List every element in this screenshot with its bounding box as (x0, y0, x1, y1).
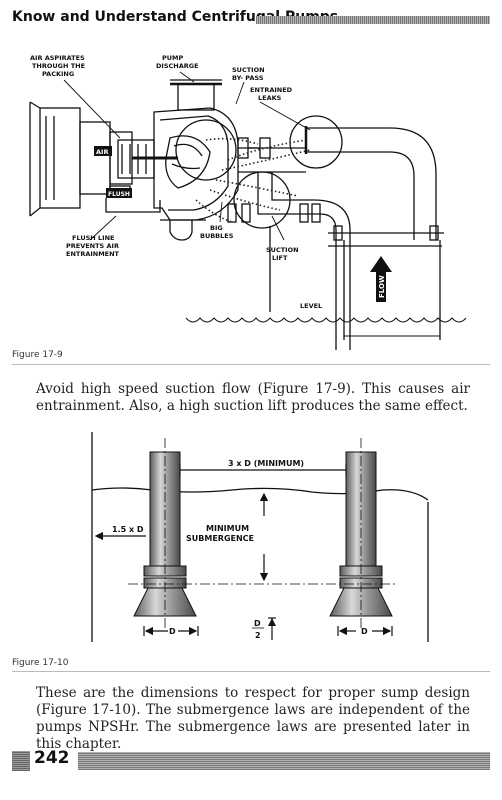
body-paragraph-1: Avoid high speed suction flow (Figure 17… (36, 381, 470, 414)
footer-bar (78, 752, 490, 770)
page-number: 242 (34, 748, 70, 768)
svg-text:PREVENTS AIR: PREVENTS AIR (66, 242, 119, 250)
caption-rule (12, 671, 490, 672)
label-side-clearance: 1.5 x D (112, 525, 144, 534)
svg-text:LIFT: LIFT (272, 254, 288, 262)
page-footer: 242 (12, 748, 490, 774)
caption-rule (12, 364, 490, 365)
svg-text:PACKING: PACKING (42, 70, 74, 78)
label-pump-discharge: PUMP (162, 54, 184, 62)
figure-17-9-caption: Figure 17-9 (12, 350, 63, 360)
header-bar (256, 16, 490, 24)
label-half-d-den: 2 (255, 631, 261, 640)
running-header: Know and Understand Centrifugal Pumps (12, 8, 490, 30)
body-paragraph-2: These are the dimensions to respect for … (36, 685, 470, 752)
label-minimum-submergence: MINIMUM (206, 524, 249, 533)
label-air-aspirates: AIR ASPIRATES (30, 54, 85, 62)
flush-tag: FLUSH (108, 191, 130, 198)
label-level: LEVEL (300, 302, 322, 310)
figure-17-9-diagram: FLOW AIR FLUSH AIR ASPIRATES THROUGH THE… (29, 54, 467, 350)
label-suction-lift: SUCTION (266, 246, 299, 254)
svg-text:FLOW: FLOW (378, 275, 386, 298)
svg-text:BUBBLES: BUBBLES (200, 232, 234, 240)
svg-text:DISCHARGE: DISCHARGE (156, 62, 199, 70)
flow-arrow: FLOW (370, 256, 392, 302)
label-d-right: D (361, 627, 368, 636)
figure-17-10-caption: Figure 17-10 (12, 658, 69, 668)
label-suction-bypass: SUCTION (232, 66, 265, 74)
figure-17-10-diagram: 3 x D (MINIMUM) 1.5 x D MINIMUM SUBMERGE… (91, 432, 429, 642)
label-half-d-num: D (254, 619, 261, 628)
svg-text:BY- PASS: BY- PASS (232, 74, 264, 82)
svg-text:SUBMERGENCE: SUBMERGENCE (186, 534, 254, 543)
label-entrained-leaks: ENTRAINED (250, 86, 293, 94)
label-big-bubbles: BIG (210, 224, 223, 232)
svg-text:ENTRAINMENT: ENTRAINMENT (66, 250, 120, 258)
air-tag: AIR (96, 148, 108, 156)
footer-block (12, 751, 30, 771)
water-surface (185, 317, 467, 323)
svg-text:LEAKS: LEAKS (258, 94, 282, 102)
label-spacing: 3 x D (MINIMUM) (228, 459, 304, 468)
svg-text:THROUGH THE: THROUGH THE (32, 62, 85, 70)
label-flush-line: FLUSH LINE (72, 234, 114, 242)
label-d-left: D (169, 627, 176, 636)
